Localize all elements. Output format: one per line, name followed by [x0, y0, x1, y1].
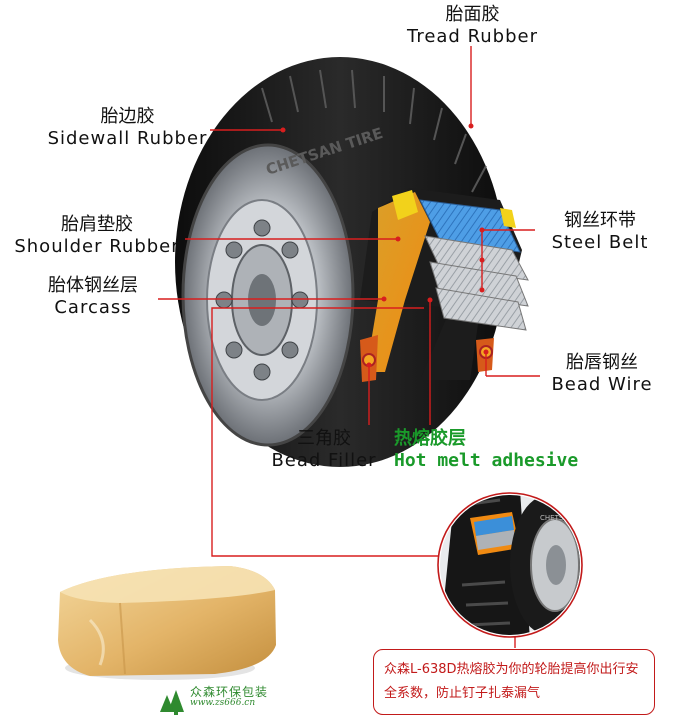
label-steel-belt: 钢丝环带 Steel Belt — [540, 210, 660, 254]
label-shoulder-rubber-en: Shoulder Rubber — [14, 236, 180, 257]
label-hot-melt-adhesive-cn: 热熔胶层 — [394, 428, 466, 449]
label-steel-belt-en: Steel Belt — [551, 232, 649, 253]
label-carcass: 胎体钢丝层 Carcass — [34, 275, 152, 319]
label-carcass-cn: 胎体钢丝层 — [48, 275, 138, 296]
label-bead-filler-cn: 三角胶 — [297, 428, 351, 449]
adhesive-block-image — [58, 566, 276, 680]
label-bead-filler: 三角胶 Bead Filler — [264, 428, 384, 472]
label-shoulder-rubber-cn: 胎肩垫胶 — [61, 214, 133, 235]
label-bead-wire-cn: 胎唇钢丝 — [566, 352, 638, 373]
label-bead-wire: 胎唇钢丝 Bead Wire — [544, 352, 660, 396]
brand-name: 众森环保包装 — [190, 685, 269, 699]
tire-cutaway-section — [360, 188, 529, 382]
main-tire: CHETSAN TIRE — [175, 57, 505, 467]
brand-url: www.zs666.cn — [190, 698, 256, 708]
label-tread-rubber-cn: 胎面胶 — [445, 4, 500, 25]
inset-tire-text: CHETSAN — [540, 514, 573, 522]
label-shoulder-rubber: 胎肩垫胶 Shoulder Rubber — [6, 214, 188, 258]
label-steel-belt-cn: 钢丝环带 — [564, 210, 636, 231]
label-carcass-en: Carcass — [54, 297, 132, 318]
product-note-line-1: 众森L-638D热熔胶为你的轮胎提高你出行安 — [384, 662, 639, 677]
label-sidewall-rubber-cn: 胎边胶 — [100, 106, 155, 127]
inset-closeup: CHETSAN — [437, 492, 583, 638]
label-bead-wire-en: Bead Wire — [551, 374, 653, 395]
label-sidewall-rubber: 胎边胶 Sidewall Rubber — [40, 106, 215, 150]
label-hot-melt-adhesive-en: Hot melt adhesive — [394, 450, 579, 471]
brand-watermark: 众森环保包装 www.zs666.cn — [160, 683, 280, 713]
leader-dots — [280, 123, 489, 368]
label-tread-rubber: 胎面胶 Tread Rubber — [395, 4, 550, 48]
label-tread-rubber-en: Tread Rubber — [406, 26, 539, 47]
product-note-box: 众森L-638D热熔胶为你的轮胎提高你出行安 全系数，防止钉子扎泰漏气 — [373, 649, 655, 715]
label-sidewall-rubber-en: Sidewall Rubber — [47, 128, 208, 149]
product-note-line-2: 全系数，防止钉子扎泰漏气 — [384, 686, 541, 701]
label-hot-melt-adhesive: 热熔胶层 Hot melt adhesive — [394, 428, 584, 472]
brand-logo-icon — [160, 690, 184, 715]
label-bead-filler-en: Bead Filler — [271, 450, 377, 471]
